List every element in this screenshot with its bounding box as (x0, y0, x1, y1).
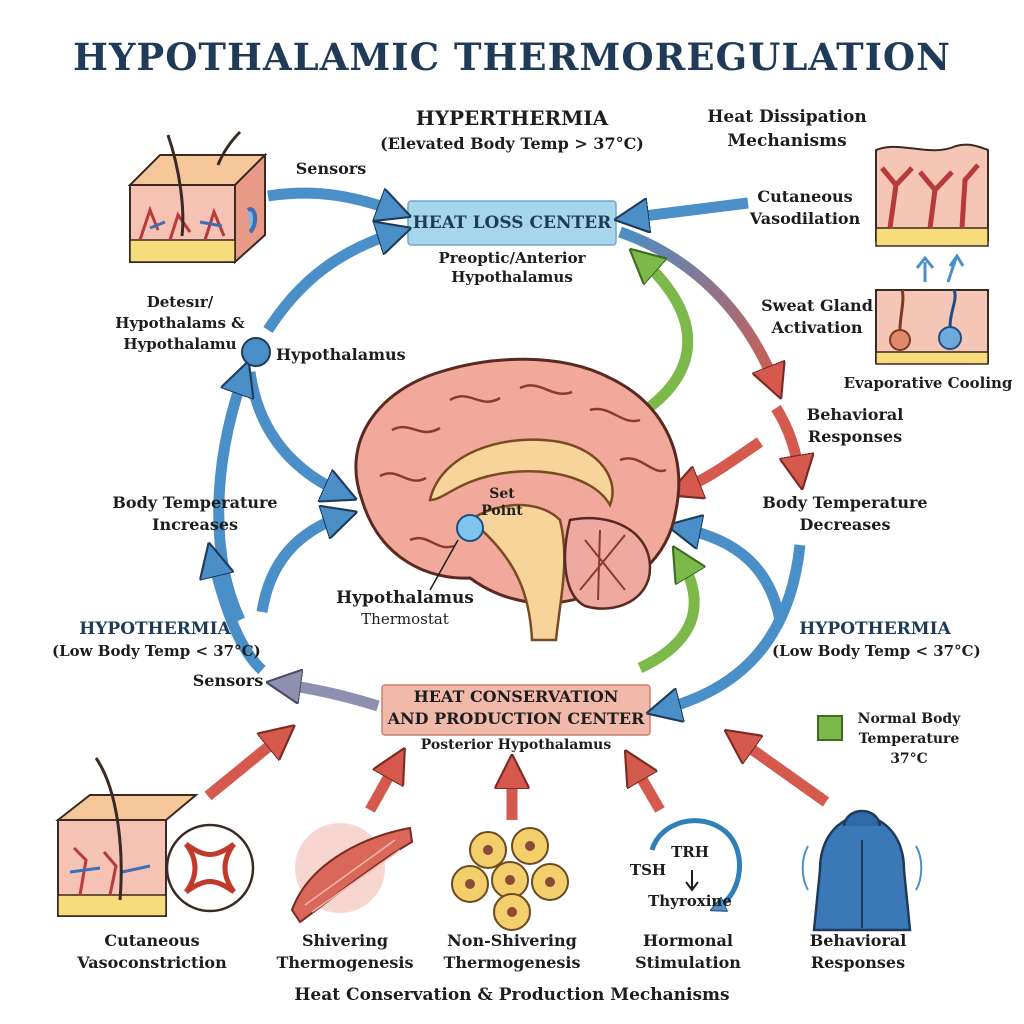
page-title: HYPOTHALAMIC THERMOREGULATION (73, 35, 951, 79)
skin-caption3: Hypothalamu (123, 335, 237, 353)
hypothermia-right-sub: (Low Body Temp < 37°C) (772, 642, 981, 660)
brain-illustration (354, 357, 681, 642)
sensors-top-label: Sensors (295, 159, 367, 178)
arrow-red-to-brain (680, 437, 764, 490)
sweat-label1: Sweat Gland (761, 296, 873, 315)
skin-caption2: Hypothalams & (115, 314, 245, 332)
arrow-right-up-to-brain (680, 528, 786, 622)
heat-loss-center-sub1: Preoptic/Anterior (438, 249, 586, 267)
arrow-up-to-node (213, 374, 244, 623)
tsh-label: TSH (629, 861, 667, 879)
arrow-hormonal-up (632, 762, 665, 813)
arrow-conservation-to-sensors (280, 684, 380, 712)
conservation-center-sub: Posterior Hypothalamus (420, 737, 612, 753)
arrow-sensors-to-heat-loss (267, 187, 398, 212)
hypothalamus-node-label: Hypothalamus (276, 345, 406, 364)
hormone-cycle-icon (649, 818, 742, 908)
temp-decreases-label2: Decreases (799, 515, 891, 534)
sensors-bottom-label: Sensors (192, 671, 264, 690)
arrow-body-temp-increases (212, 556, 266, 675)
set-point-label2: Point (481, 503, 523, 519)
vasodilation-skin-icon (875, 143, 989, 247)
conservation-center-line1: HEAT CONSERVATION (413, 687, 619, 706)
hyperthermia-sub: (Elevated Body Temp > 37°C) (380, 134, 644, 153)
arrow-vasodilation-to-heat-loss (628, 197, 749, 218)
vasodilation-label2: Vasodilation (749, 209, 861, 228)
bottom-label-0-line2: Vasoconstriction (77, 953, 227, 972)
bottom-label-0-line1: Cutaneous (104, 931, 200, 950)
bottom-label-4-line1: Behavioral (809, 931, 907, 950)
skin-caption1: Detesır/ (146, 293, 214, 311)
hyperthermia-heading: HYPERTHERMIA (415, 106, 609, 130)
arrow-hypothalamus-node-to-heat-loss (263, 232, 398, 333)
bottom-label-3-line1: Hormonal (643, 931, 733, 950)
sweat-label2: Activation (771, 318, 863, 337)
hypothermia-left-heading: HYPOTHERMIA (79, 619, 231, 639)
heat-dissipation-heading1: Heat Dissipation (707, 107, 867, 127)
heat-dissipation-heading2: Mechanisms (727, 131, 847, 151)
vasodilation-label1: Cutaneous (757, 187, 853, 206)
green-arrow-upper (627, 258, 694, 425)
heat-loss-center-sub2: Hypothalamus (451, 268, 573, 286)
heat-loss-center-label: HEAT LOSS CENTER (412, 213, 612, 233)
hypothalamus-node (241, 337, 271, 367)
vasoconstriction-skin-icon (55, 757, 199, 917)
behavioral-top-label1: Behavioral (806, 405, 904, 424)
conservation-center-line2: AND PRODUCTION CENTER (387, 709, 645, 728)
arrow-shivering-up (365, 760, 398, 813)
hypothermia-right-heading: HYPOTHERMIA (799, 619, 951, 639)
arrow-behavioral-down (771, 405, 800, 476)
trh-label: TRH (671, 843, 709, 861)
arrow-node-to-brain (244, 371, 344, 494)
bottom-label-2-line1: Non-Shivering (447, 931, 577, 950)
legend-line2: Temperature (858, 731, 960, 747)
bottom-label-1-line2: Thermogenesis (276, 953, 414, 972)
sweat-gland-skin-icon (875, 253, 989, 365)
constricted-vessel-icon (165, 823, 255, 913)
muscle-icon (290, 823, 414, 924)
green-arrow-lower (637, 558, 694, 673)
arrow-vasoconstriction-up (204, 734, 284, 801)
set-point-label1: Set (489, 486, 515, 502)
hypothermia-left-sub: (Low Body Temp < 37°C) (52, 642, 261, 660)
bottom-label-1-line1: Shivering (301, 931, 389, 950)
brown-fat-cells-icon (451, 827, 569, 931)
jacket-icon (801, 809, 923, 932)
brain-hypothalamus-label: Hypothalamus (336, 588, 474, 608)
bottom-label-4-line2: Responses (810, 953, 906, 972)
temp-increases-label1: Body Temperature (112, 493, 278, 512)
arrow-heat-loss-to-behavioral (618, 226, 776, 386)
temp-increases-label2: Increases (151, 515, 239, 534)
behavioral-top-label2: Responses (807, 427, 903, 446)
legend-line3: 37°C (890, 751, 928, 767)
legend-swatch (817, 715, 843, 741)
thermostat-label: Thermostat (361, 610, 449, 628)
bottom-label-2-line2: Thermogenesis (443, 953, 581, 972)
thyroxine-label: Thyroxine (648, 892, 732, 910)
skin-block-top-left-icon (127, 130, 268, 265)
temp-decreases-label1: Body Temperature (762, 493, 928, 512)
footer-caption: Heat Conservation & Production Mechanism… (294, 985, 730, 1005)
bottom-label-3-line2: Stimulation (635, 953, 741, 972)
legend-line1: Normal Body (857, 711, 961, 727)
evaporative-label: Evaporative Cooling (843, 374, 1013, 392)
arrow-decrease-to-conservation (660, 544, 806, 710)
arrow-left-up-to-brain (256, 516, 344, 613)
arrow-behavioral-bottom-up (736, 738, 830, 807)
